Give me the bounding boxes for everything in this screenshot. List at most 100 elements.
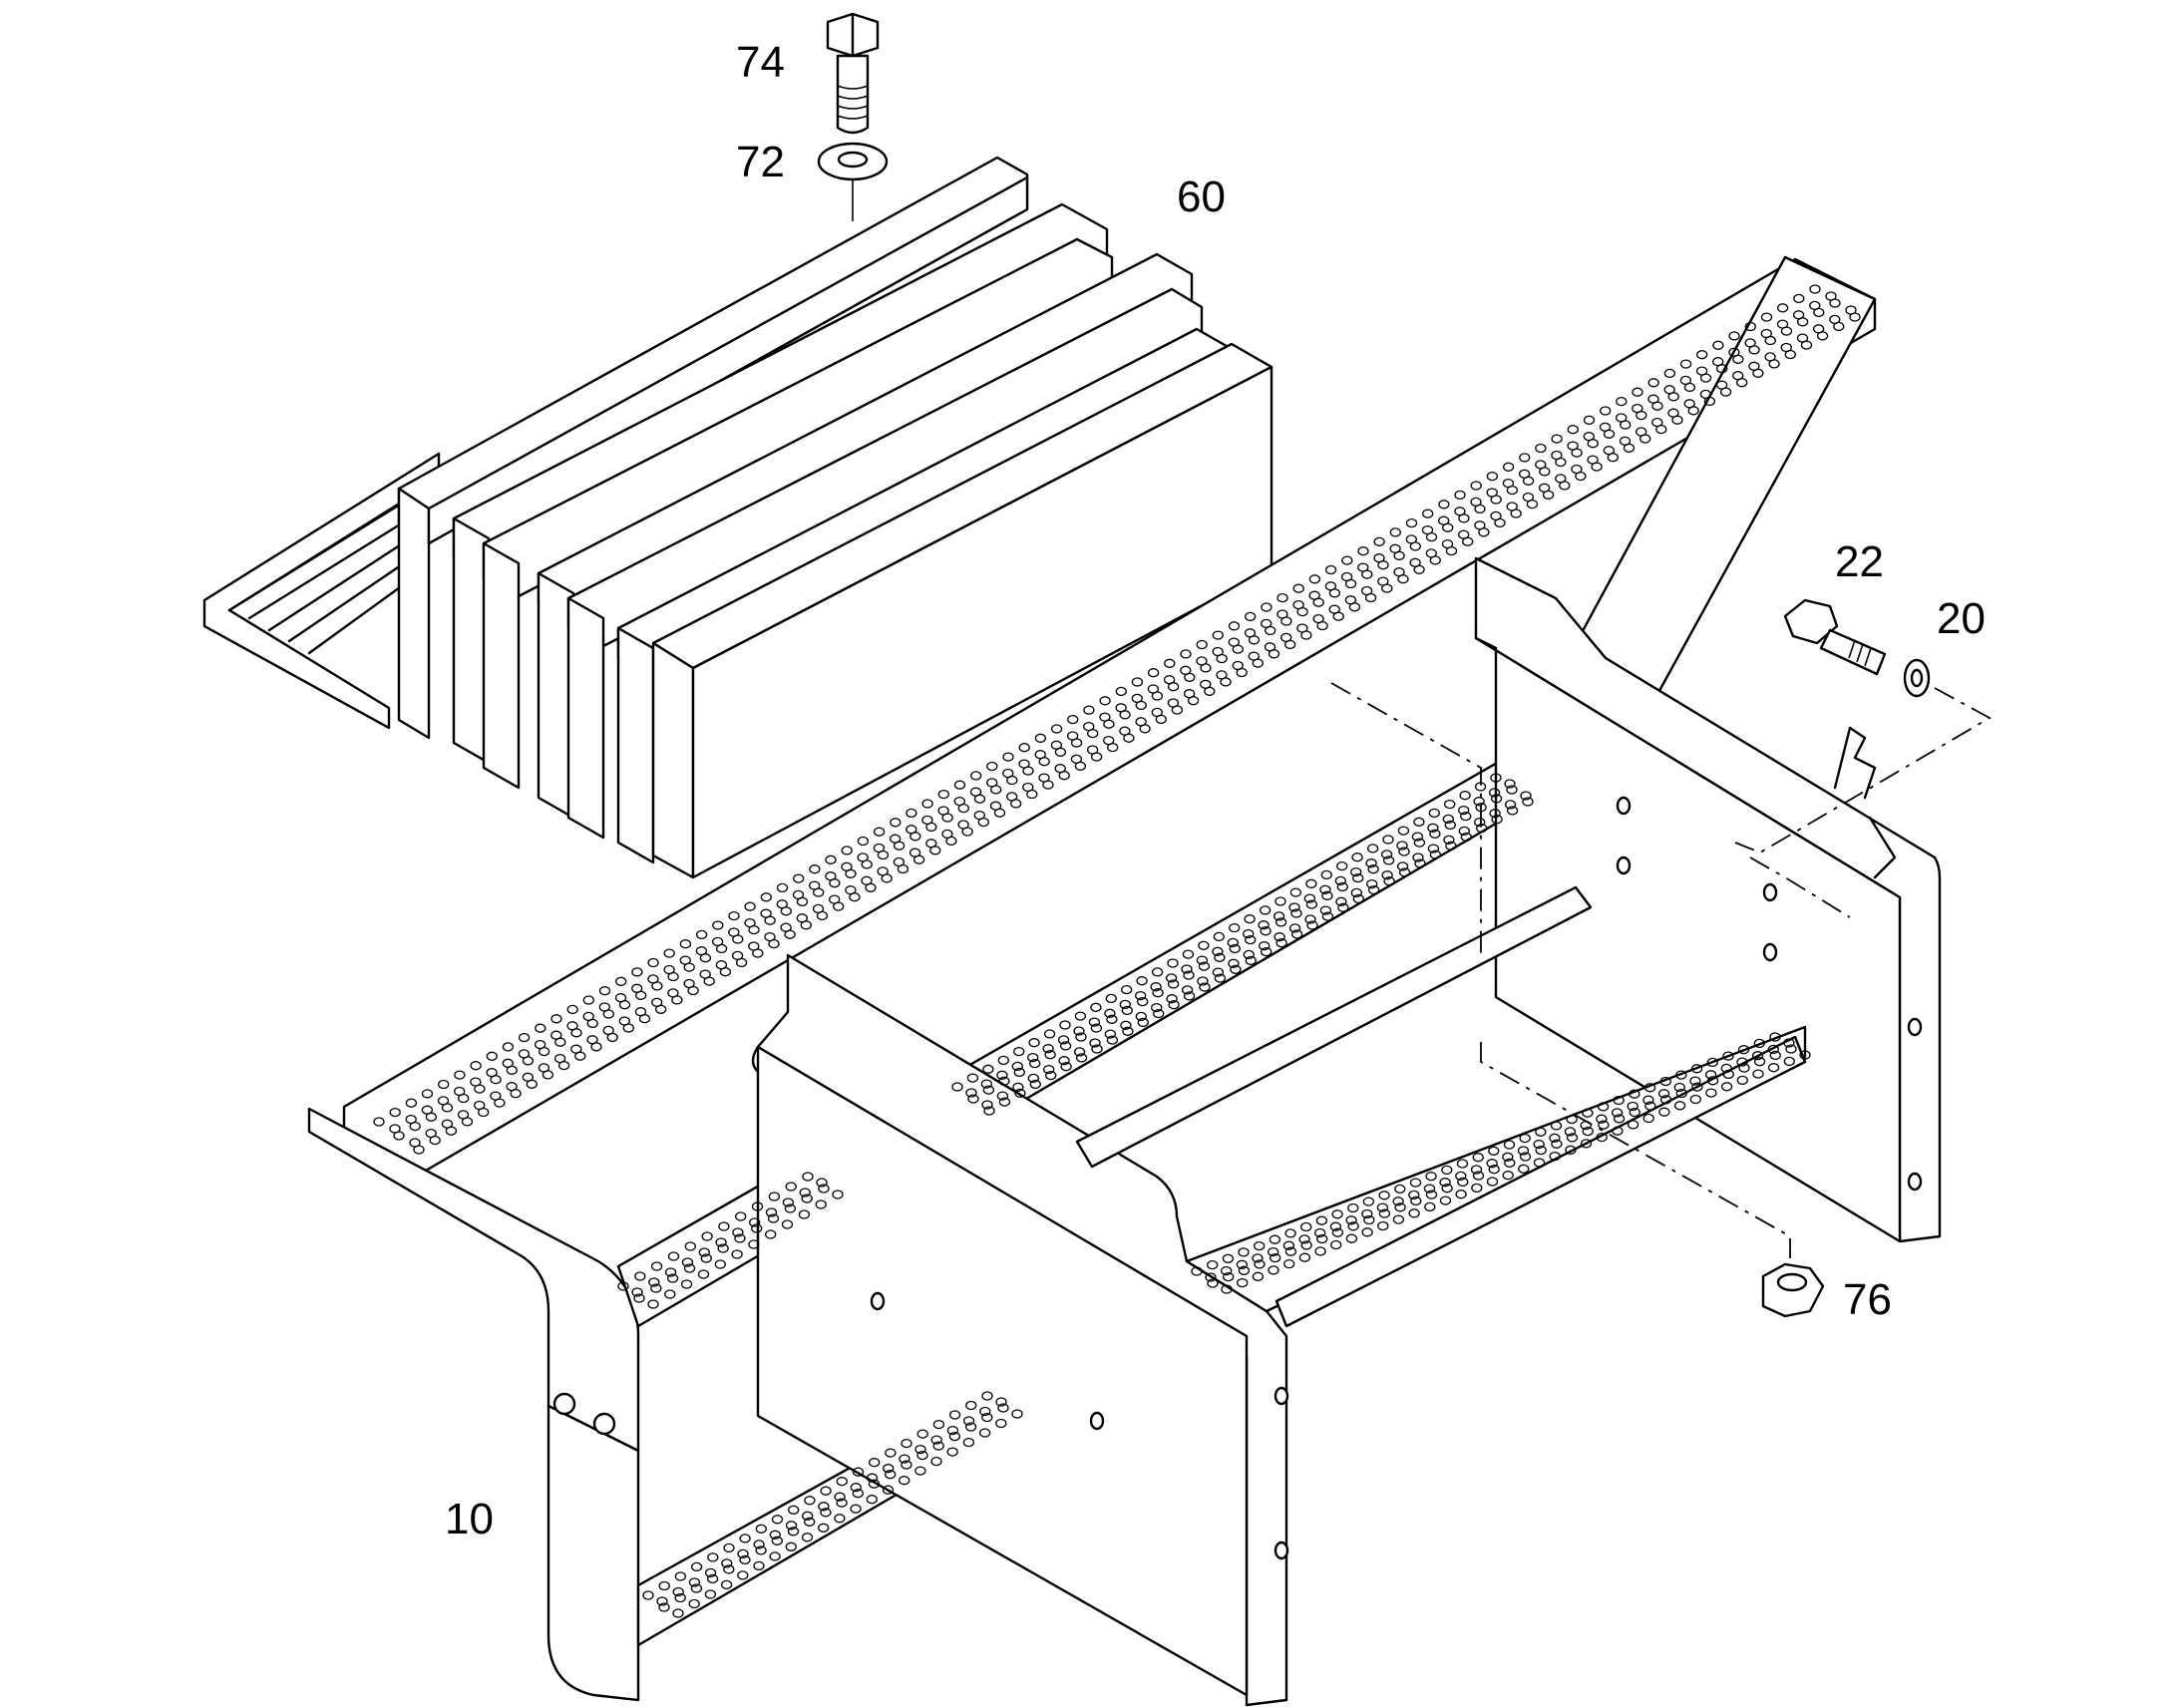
perforation-hole [1042, 780, 1054, 790]
perforation-hole [1627, 1120, 1639, 1130]
perforation-hole [1600, 406, 1612, 416]
perforation-hole [1229, 922, 1241, 933]
perforation-hole [1486, 471, 1499, 482]
perforation-hole [1809, 284, 1821, 294]
perforation-hole [1582, 1108, 1594, 1118]
perforation-hole [650, 1283, 662, 1293]
perforation-hole [1180, 649, 1192, 659]
perforation-hole [1026, 789, 1038, 800]
perforation-hole [899, 1476, 910, 1486]
perforation-hole [1704, 1070, 1717, 1080]
perforation-hole [850, 1504, 862, 1514]
perforation-hole [1122, 1026, 1134, 1036]
perforation-hole [737, 1570, 749, 1580]
perforation-hole [698, 1247, 710, 1257]
perforation-hole [990, 785, 1002, 795]
perforation-hole [1658, 1107, 1670, 1117]
perforation-hole [1058, 1056, 1070, 1066]
perforation-hole [1767, 1063, 1780, 1073]
perforation-hole [1214, 952, 1226, 962]
perforation-hole [852, 1489, 864, 1499]
perforation-hole [816, 910, 829, 921]
perforation-hole [1675, 1070, 1687, 1080]
perforation-hole [979, 1406, 991, 1417]
perforation-hole [1535, 443, 1547, 454]
perforation-hole [1184, 672, 1196, 682]
perforation-hole [1428, 808, 1440, 819]
perforation-hole [1510, 509, 1522, 518]
perforation-hole [1305, 878, 1317, 888]
perforation-hole [868, 1479, 881, 1489]
perforation-hole [732, 1227, 744, 1237]
perforation-hole [769, 1530, 781, 1539]
perforation-hole [1392, 1214, 1405, 1224]
perforation-hole [776, 882, 789, 893]
perforation-hole [1361, 1208, 1373, 1219]
perforation-hole [1073, 1026, 1085, 1036]
perforation-hole [1663, 368, 1676, 379]
perforation-hole [801, 1533, 814, 1542]
perforation-hole [1243, 928, 1255, 939]
perforation-hole [1237, 1277, 1249, 1288]
perforation-hole [631, 1287, 643, 1297]
perforation-hole [1738, 1063, 1750, 1073]
perforation-hole [925, 822, 937, 833]
perforation-hole [946, 1447, 958, 1457]
perforation-hole [735, 957, 748, 968]
perforation-hole [1706, 1076, 1719, 1086]
perforation-hole [1504, 1158, 1516, 1168]
perforation-hole [674, 1571, 687, 1581]
perforation-hole [1833, 321, 1845, 332]
perforation-hole [834, 1514, 846, 1524]
perforation-hole [1324, 564, 1337, 575]
perforation-hole [1308, 574, 1321, 584]
perforation-hole [1316, 620, 1328, 631]
perforation-hole [1816, 331, 1829, 341]
perforation-hole [981, 1412, 993, 1423]
perforation-hole [1667, 392, 1679, 402]
perforation-hole [1269, 1234, 1281, 1244]
perforation-hole [688, 1598, 700, 1609]
perforation-hole [1471, 1183, 1483, 1194]
perforation-hole [1458, 826, 1470, 837]
perforation-hole [602, 1009, 614, 1019]
perforation-hole [909, 832, 921, 842]
perforation-hole [1214, 973, 1227, 983]
perforation-hole [997, 1403, 1009, 1413]
perforation-hole [1438, 500, 1450, 510]
perforation-hole [995, 1397, 1007, 1407]
perforation-hole [993, 808, 1006, 818]
perforation-hole [1268, 649, 1280, 659]
perforation-hole [1010, 799, 1022, 809]
perforation-hole [1689, 1094, 1701, 1105]
perforation-hole [1058, 771, 1070, 781]
perforation-hole [883, 1464, 895, 1474]
perforation-hole [1290, 908, 1302, 918]
perforation-hole [731, 1249, 743, 1259]
perforation-hole [804, 1496, 816, 1506]
perforation-hole [1494, 517, 1506, 528]
perforation-hole [1683, 382, 1696, 393]
perforation-hole [885, 1470, 897, 1480]
perforation-hole [648, 1277, 660, 1287]
perforation-hole [1070, 738, 1083, 748]
perforation-hole [1475, 803, 1487, 813]
perforation-hole [866, 1495, 878, 1505]
perforation-hole [1137, 1017, 1149, 1028]
perforation-hole [706, 1573, 719, 1584]
perforation-hole [1517, 1146, 1530, 1156]
perforation-hole [1284, 1228, 1296, 1238]
perforation-hole [1044, 1050, 1056, 1060]
perforation-hole [683, 962, 695, 972]
perforation-hole [1107, 742, 1119, 753]
perforation-hole [666, 1273, 679, 1283]
perforation-hole [1223, 1271, 1235, 1282]
perforation-hole [932, 1441, 944, 1451]
perforation-hole [1018, 743, 1030, 753]
perforation-hole [1232, 644, 1244, 654]
perforation-hole [1381, 583, 1393, 593]
perforation-hole [1362, 1196, 1375, 1206]
perforation-hole [1502, 462, 1515, 472]
perforation-hole [1474, 817, 1486, 828]
perforation-hole [1341, 555, 1353, 565]
